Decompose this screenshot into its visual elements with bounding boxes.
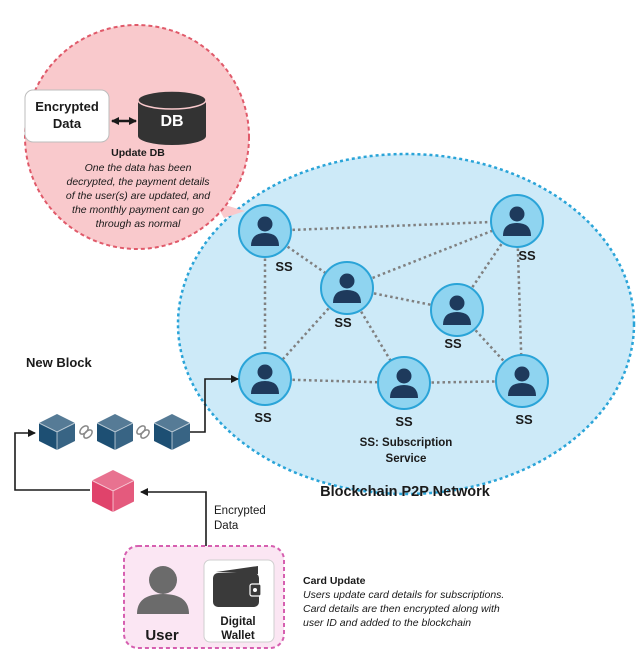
user-label: User — [145, 627, 179, 644]
node-label-ss-1: SS — [275, 259, 293, 274]
card-update-line2: Card details are then encrypted along wi… — [303, 603, 500, 615]
user-to-block-arrow — [140, 488, 207, 546]
chain-link-icon — [136, 425, 150, 439]
user-icon — [137, 566, 189, 614]
person-icon — [508, 366, 536, 396]
ss-node-1 — [238, 204, 292, 258]
new-block-label: New Block — [26, 355, 93, 370]
update-db-desc-line3: of the user(s) are updated, and — [66, 190, 211, 202]
person-icon — [390, 368, 418, 398]
ss-node-5 — [238, 352, 292, 406]
update-db-desc-line5: through as normal — [96, 218, 181, 230]
encrypted-data-box — [24, 89, 110, 143]
node-label-ss-2: SS — [518, 248, 536, 263]
chain-link-icon — [79, 425, 93, 439]
person-icon — [251, 364, 279, 394]
ss-node-7 — [495, 354, 549, 408]
encrypted-data-label-line1: Encrypted — [35, 99, 99, 114]
new-block-cube — [91, 470, 135, 512]
legend-ss-line2: Service — [386, 453, 427, 465]
node-label-ss-5: SS — [254, 410, 272, 425]
encrypted-data-flow-line2: Data — [214, 520, 239, 532]
card-update-line3: user ID and added to the blockchain — [303, 617, 471, 629]
new-block-to-chain-arrow — [14, 429, 90, 491]
encrypted-data-label-line2: Data — [53, 116, 82, 131]
block-cube-1 — [38, 414, 76, 450]
wallet-label-line2: Wallet — [221, 630, 255, 642]
ss-node-2 — [490, 194, 544, 248]
node-label-ss-3: SS — [334, 315, 352, 330]
db-cylinder-icon — [137, 90, 207, 145]
network-link — [264, 287, 348, 380]
network-nodes — [238, 194, 549, 410]
ss-node-4 — [430, 283, 484, 337]
update-db-title: Update DB — [111, 147, 165, 159]
blockchain-cubes — [38, 414, 191, 512]
encrypted-data-flow-line1: Encrypted — [214, 505, 266, 517]
update-db-desc-line2: decrypted, the payment details — [66, 176, 210, 188]
network-title: Blockchain P2P Network — [320, 484, 491, 500]
wallet-label-line1: Digital — [220, 616, 255, 628]
network-link — [264, 219, 518, 233]
block-cube-3 — [153, 414, 191, 450]
node-label-ss-7: SS — [515, 412, 533, 427]
block-cube-2 — [96, 414, 134, 450]
person-icon — [251, 216, 279, 246]
node-label-ss-4: SS — [444, 336, 462, 351]
legend-ss-line1: SS: Subscription — [360, 437, 453, 449]
wallet-icon — [213, 566, 262, 607]
ss-node-3 — [320, 261, 374, 315]
person-icon — [443, 295, 471, 325]
card-update-line1: Users update card details for subscripti… — [303, 589, 504, 601]
ss-node-6 — [377, 356, 431, 410]
card-update-title: Card Update — [303, 575, 366, 587]
db-label: DB — [160, 113, 183, 130]
update-db-desc-line1: One the data has been — [85, 162, 192, 174]
update-db-desc-line4: the monthly payment can go — [72, 204, 204, 216]
person-icon — [503, 206, 531, 236]
chain-to-network-arrow — [190, 375, 239, 433]
update-db-bubble — [24, 24, 250, 250]
person-icon — [333, 273, 361, 303]
node-label-ss-6: SS — [395, 414, 413, 429]
